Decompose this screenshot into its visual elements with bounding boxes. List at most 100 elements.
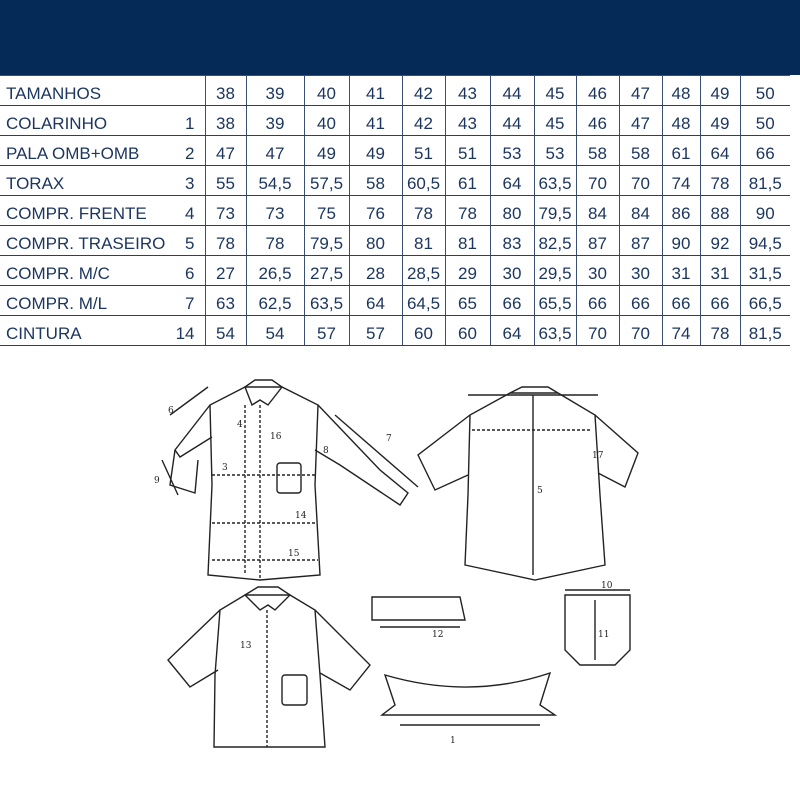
table-cell: 55 xyxy=(204,165,246,196)
table-cell: 76 xyxy=(348,195,402,226)
table-cell: 86 xyxy=(661,195,700,226)
table-cell: 66 xyxy=(739,135,790,166)
table-cell: 90 xyxy=(661,225,700,256)
shirt-diagram-svg: 6 9 4 16 3 8 7 14 15 5 17 12 10 11 13 1 xyxy=(154,379,639,748)
pocket-piece xyxy=(564,589,631,666)
table-cell: 49 xyxy=(699,75,740,106)
label-1: 1 xyxy=(450,736,456,746)
table-cell: 78 xyxy=(204,225,246,256)
table-cell: 63,5 xyxy=(533,315,576,346)
table-cell: 80 xyxy=(489,195,534,226)
table-cell: 87 xyxy=(575,225,619,256)
row-label: COLARINHO xyxy=(0,105,170,136)
table-cell: 66 xyxy=(575,285,619,316)
table-cell: 75 xyxy=(303,195,349,226)
table-cell: 57,5 xyxy=(303,165,349,196)
table-cell: 70 xyxy=(618,165,662,196)
table-cell: 27,5 xyxy=(303,255,349,286)
label-16: 16 xyxy=(270,432,282,442)
table-cell: 42 xyxy=(401,105,445,136)
back-short-sleeve-shirt xyxy=(417,386,639,581)
table-cell: 64 xyxy=(489,315,534,346)
table-cell: 74 xyxy=(661,315,700,346)
table-cell: 88 xyxy=(699,195,740,226)
table-cell: 82,5 xyxy=(533,225,576,256)
table-cell: 39 xyxy=(245,75,304,106)
row-label: COMPR. M/L xyxy=(0,285,170,316)
label-7: 7 xyxy=(386,434,392,444)
label-11: 11 xyxy=(598,630,609,640)
table-cell: 45 xyxy=(533,105,576,136)
table-cell: 38 xyxy=(204,75,246,106)
table-cell: 40 xyxy=(303,105,349,136)
row-code: 3 xyxy=(170,165,205,196)
table-cell: 79,5 xyxy=(533,195,576,226)
table-cell: 81 xyxy=(444,225,490,256)
table-cell: 61 xyxy=(661,135,700,166)
table-cell: 65,5 xyxy=(533,285,576,316)
label-9: 9 xyxy=(154,476,160,486)
table-cell: 92 xyxy=(699,225,740,256)
row-code: 4 xyxy=(170,195,205,226)
table-cell: 70 xyxy=(575,165,619,196)
table-cell: 41 xyxy=(348,105,402,136)
table-cell: 87 xyxy=(618,225,662,256)
row-label: TORAX xyxy=(0,165,170,196)
label-12: 12 xyxy=(432,630,443,640)
table-cell: 57 xyxy=(348,315,402,346)
table-cell: 48 xyxy=(661,75,700,106)
table-cell: 29 xyxy=(444,255,490,286)
table-cell: 58 xyxy=(618,135,662,166)
row-label: CINTURA xyxy=(0,315,170,346)
table-cell: 31 xyxy=(699,255,740,286)
table-cell: 79,5 xyxy=(303,225,349,256)
row-code: 7 xyxy=(170,285,205,316)
table-cell: 43 xyxy=(444,75,490,106)
table-cell: 58 xyxy=(575,135,619,166)
table-cell: 54 xyxy=(204,315,246,346)
table-cell: 66 xyxy=(618,285,662,316)
table-cell: 28 xyxy=(348,255,402,286)
table-cell: 44 xyxy=(489,105,534,136)
table-cell: 47 xyxy=(618,105,662,136)
table-cell: 47 xyxy=(204,135,246,166)
table-cell: 38 xyxy=(204,105,246,136)
label-8: 8 xyxy=(323,446,329,456)
label-5: 5 xyxy=(537,486,543,496)
table-cell: 54 xyxy=(245,315,304,346)
table-cell: 64 xyxy=(348,285,402,316)
table-cell: 78 xyxy=(401,195,445,226)
table-cell: 50 xyxy=(739,105,790,136)
table-cell: 49 xyxy=(303,135,349,166)
table-cell: 63,5 xyxy=(533,165,576,196)
table-cell: 29,5 xyxy=(533,255,576,286)
row-label: COMPR. TRASEIRO xyxy=(0,225,170,256)
table-cell: 66 xyxy=(489,285,534,316)
table-cell: 78 xyxy=(245,225,304,256)
table-cell: 81,5 xyxy=(739,165,790,196)
table-cell: 39 xyxy=(245,105,304,136)
table-cell: 40 xyxy=(303,75,349,106)
table-cell: 66 xyxy=(699,285,740,316)
table-cell: 78 xyxy=(699,165,740,196)
table-cell: 43 xyxy=(444,105,490,136)
row-label: TAMANHOS xyxy=(0,75,170,106)
table-cell: 46 xyxy=(575,105,619,136)
row-label: PALA OMB+OMB xyxy=(0,135,170,166)
collar-piece xyxy=(379,671,558,726)
table-cell: 60 xyxy=(401,315,445,346)
row-code: 14 xyxy=(170,315,205,346)
table-cell: 60,5 xyxy=(401,165,445,196)
table-cell: 61 xyxy=(444,165,490,196)
row-code: 1 xyxy=(170,105,205,136)
row-code xyxy=(170,75,205,106)
table-cell: 73 xyxy=(204,195,246,226)
table-cell: 26,5 xyxy=(245,255,304,286)
label-4: 4 xyxy=(237,420,243,430)
table-cell: 41 xyxy=(348,75,402,106)
